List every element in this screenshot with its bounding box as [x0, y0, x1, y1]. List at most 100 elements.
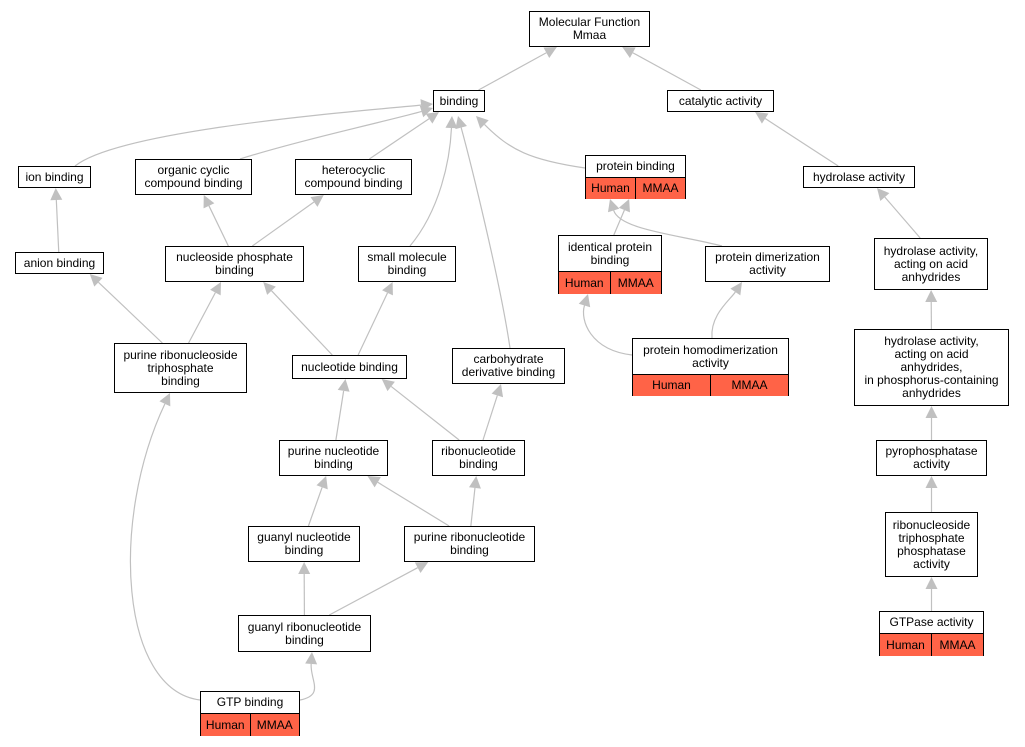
node-ribonucleoside-triphosphate-phosphatase-activity[interactable]: ribonucleoside triphosphate phosphatase …: [885, 512, 978, 577]
node-catalytic-activity[interactable]: catalytic activity: [667, 90, 774, 112]
arrowhead: [622, 47, 636, 59]
node-label: hydrolase activity, acting on acid anhyd…: [864, 334, 999, 400]
node-hydrolase-activity[interactable]: hydrolase activity: [803, 166, 915, 188]
node-gtp-binding[interactable]: GTP binding Human MMAA: [200, 691, 300, 736]
node-pyrophosphatase-activity[interactable]: pyrophosphatase activity: [876, 440, 987, 476]
annotation-species: Human: [652, 378, 691, 392]
node-label: guanyl ribonucleotide binding: [247, 619, 362, 647]
node-label: carbohydrate derivative binding: [461, 352, 556, 379]
edge-catalytic-activity-to-molecular-function: [632, 52, 702, 91]
node-label: catalytic activity: [678, 93, 763, 108]
arrowhead: [50, 188, 63, 201]
arrowhead: [607, 199, 620, 213]
node-gtpase-activity[interactable]: GTPase activity Human MMAA: [879, 611, 984, 656]
node-label: Molecular Function Mmaa: [538, 15, 641, 42]
edge-organic-cyclic-to-binding: [239, 110, 422, 160]
node-molecular-function[interactable]: Molecular Function Mmaa: [529, 11, 650, 47]
annotation-gene: MMAA: [249, 714, 300, 736]
node-label: protein dimerization activity: [715, 250, 820, 277]
arrowhead: [455, 116, 467, 130]
arrowhead: [210, 282, 221, 296]
annotation-row: Human MMAA: [880, 633, 983, 656]
node-identical-protein-binding[interactable]: identical protein binding Human MMAA: [558, 235, 662, 294]
edge-binding-to-molecular-function: [478, 52, 547, 91]
edge-hydrolase-anhydrides-to-hydrolase-activity: [884, 196, 921, 239]
node-small-molecule-binding[interactable]: small molecule binding: [358, 246, 456, 282]
edge-nucleoside-phosphate-to-organic-cyclic: [208, 205, 229, 247]
node-nucleoside-phosphate-binding[interactable]: nucleoside phosphate binding: [165, 246, 304, 282]
node-protein-dimerization-activity[interactable]: protein dimerization activity: [705, 246, 830, 282]
node-carbohydrate-derivative-binding[interactable]: carbohydrate derivative binding: [452, 348, 565, 384]
node-hydrolase-in-phosphorus-containing-anhydrides[interactable]: hydrolase activity, acting on acid anhyd…: [854, 329, 1009, 406]
edge-nucleoside-phosphate-to-heterocyclic: [252, 201, 315, 247]
node-protein-homodimerization-activity[interactable]: protein homodimerization activity Human …: [632, 338, 789, 396]
node-ribonucleotide-binding[interactable]: ribonucleotide binding: [432, 440, 525, 476]
node-hydrolase-acting-on-acid-anhydrides[interactable]: hydrolase activity, acting on acid anhyd…: [874, 238, 988, 290]
edge-identical-protein-to-protein-binding: [613, 209, 625, 236]
annotation-species: Human: [564, 275, 604, 290]
node-guanyl-ribonucleotide-binding[interactable]: guanyl ribonucleotide binding: [238, 615, 371, 652]
edge-guanyl-ribonucleotide-to-purine-ribonucleotide: [328, 567, 418, 616]
edge-nucleotide-binding-to-small-molecule: [357, 292, 389, 356]
annotation-species: Human: [591, 181, 630, 195]
annotation-species: Human: [205, 717, 245, 732]
node-binding[interactable]: binding: [433, 90, 485, 112]
edge-purine-ribonucleotide-to-purine-nucleotide: [377, 481, 450, 527]
node-purine-nucleotide-binding[interactable]: purine nucleotide binding: [279, 440, 388, 476]
node-purine-ribonucleotide-binding[interactable]: purine ribonucleotide binding: [404, 526, 535, 562]
node-ion-binding[interactable]: ion binding: [18, 166, 91, 188]
edge-heterocyclic-to-binding: [368, 118, 430, 160]
arrowhead: [925, 406, 938, 418]
arrowhead: [877, 188, 890, 202]
annotation-species: Human: [886, 637, 925, 652]
edge-purine-ribonucleoside-triphosphate-to-anion-binding: [98, 281, 163, 344]
arrowhead: [89, 274, 103, 287]
node-guanyl-nucleotide-binding[interactable]: guanyl nucleotide binding: [248, 526, 360, 562]
edge-protein-homodimerization-to-protein-dimerization: [711, 291, 736, 339]
node-anion-binding[interactable]: anion binding: [15, 252, 104, 274]
annotation-row: Human MMAA: [201, 713, 299, 736]
arrowhead: [445, 116, 458, 129]
node-label: pyrophosphatase activity: [885, 444, 978, 471]
node-label: binding: [439, 93, 479, 108]
edge-purine-ribonucleoside-triphosphate-to-nucleoside-phosphate: [188, 292, 216, 344]
node-label: small molecule binding: [367, 250, 447, 277]
node-label: hydrolase activity: [812, 169, 906, 184]
arrowhead: [419, 105, 433, 118]
edge-small-molecule-to-binding: [409, 127, 453, 247]
node-nucleotide-binding[interactable]: nucleotide binding: [292, 355, 407, 379]
node-label: purine nucleotide binding: [287, 444, 380, 471]
edge-purine-ribonucleotide-to-ribonucleotide: [470, 487, 476, 527]
node-label: ribonucleotide binding: [441, 444, 516, 471]
arrowhead: [618, 199, 630, 213]
arrowhead: [925, 290, 938, 303]
edge-nucleotide-binding-to-nucleoside-phosphate: [271, 290, 333, 356]
edge-gtp-binding-to-purine-ribonucleoside-triphosphate: [129, 403, 201, 701]
node-label: organic cyclic compound binding: [144, 163, 243, 190]
node-purine-ribonucleoside-triphosphate-binding[interactable]: purine ribonucleoside triphosphate bindi…: [114, 343, 247, 393]
arrowhead: [468, 476, 481, 489]
node-label: nucleoside phosphate binding: [176, 250, 293, 277]
annotation-row: Human MMAA: [633, 374, 788, 396]
arrowhead: [337, 379, 350, 392]
edge-gtp-binding-to-guanyl-ribonucleotide: [299, 663, 316, 701]
arrowhead: [730, 282, 742, 296]
node-label: guanyl nucleotide binding: [257, 530, 351, 557]
annotation-row: Human MMAA: [559, 271, 661, 294]
edge-protein-binding-to-binding: [484, 124, 586, 169]
node-label: hydrolase activity, acting on acid anhyd…: [883, 243, 979, 284]
arrowhead: [316, 476, 328, 490]
edge-guanyl-nucleotide-to-purine-nucleotide: [307, 487, 323, 527]
node-label: nucleotide binding: [301, 359, 398, 374]
node-organic-cyclic-compound-binding[interactable]: organic cyclic compound binding: [135, 159, 252, 195]
node-label: purine ribonucleotide binding: [413, 530, 526, 557]
arrowhead: [543, 47, 557, 59]
arrowhead: [381, 379, 395, 392]
node-label: protein binding: [596, 159, 675, 173]
node-heterocyclic-compound-binding[interactable]: heterocyclic compound binding: [295, 159, 412, 195]
node-protein-binding[interactable]: protein binding Human MMAA: [585, 155, 686, 199]
annotation-gene: MMAA: [931, 634, 983, 656]
edge-hydrolase-activity-to-catalytic-activity: [764, 118, 839, 167]
